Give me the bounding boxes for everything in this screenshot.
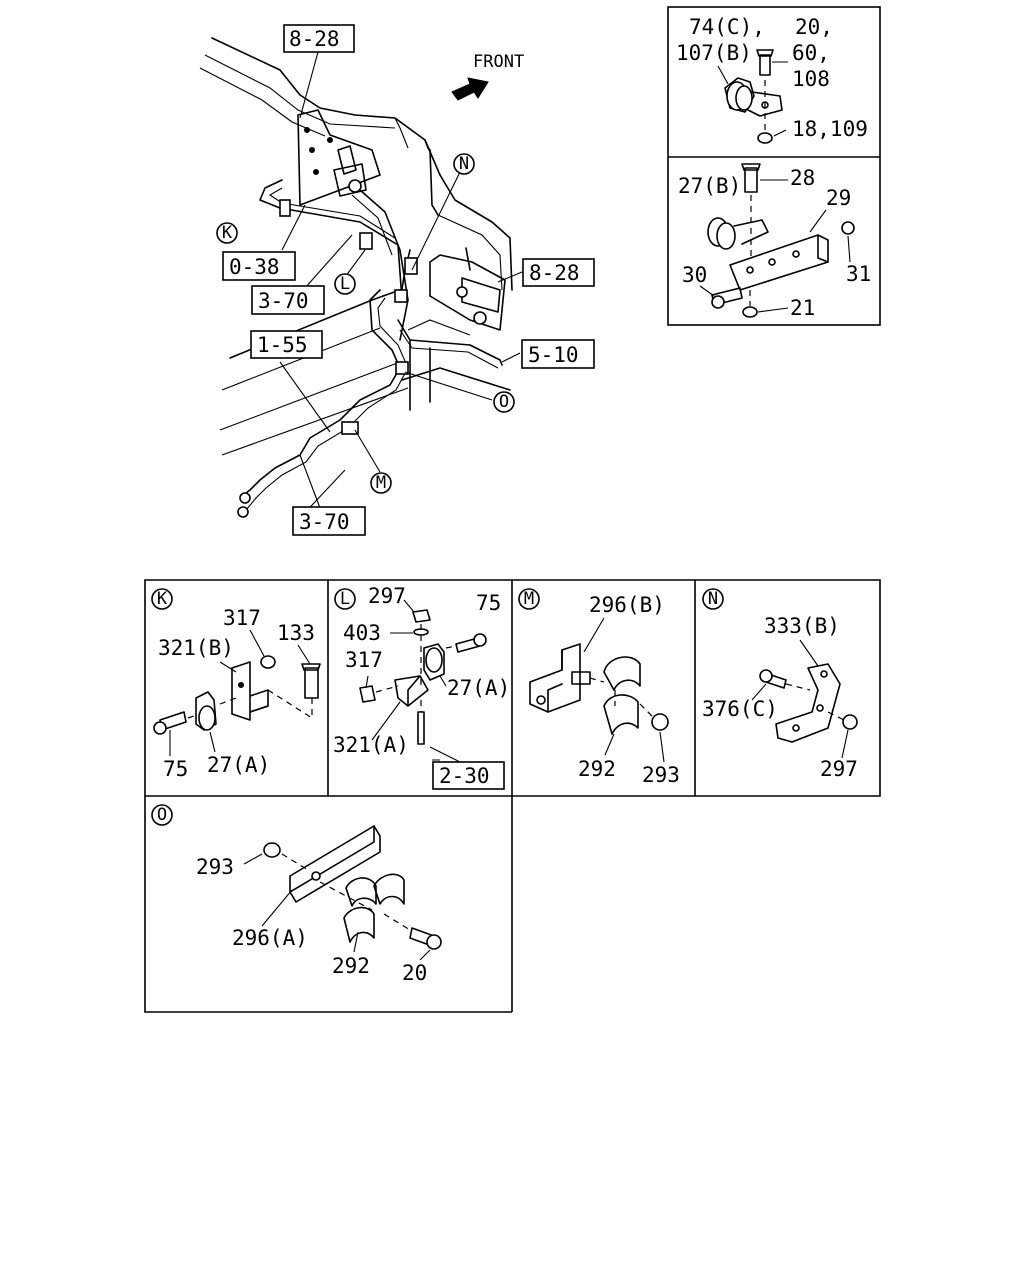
label-28: 28: [790, 166, 815, 190]
view-marker-o: O: [493, 391, 515, 413]
ref-label: 3-70: [258, 289, 309, 313]
marker-letter: L: [340, 589, 350, 609]
label-108: 108: [792, 67, 830, 91]
ref-box-0-38: 0-38: [222, 251, 296, 281]
view-marker-m: M: [370, 472, 392, 494]
ref-box-3-70-upper: 3-70: [251, 285, 325, 315]
marker-letter: N: [459, 154, 469, 174]
view-marker-l: L: [334, 273, 356, 295]
label-297: 297: [820, 757, 858, 781]
ref-label: 8-28: [529, 261, 580, 285]
main-assembly-drawing: [199, 37, 523, 521]
detail-l: L: [334, 588, 487, 745]
inset-mid-drawing: [707, 163, 855, 318]
label-297: 297: [368, 584, 406, 608]
label-21: 21: [790, 296, 815, 320]
label-75: 75: [163, 757, 188, 781]
label-27b: 27(B): [678, 174, 741, 198]
label-75: 75: [476, 591, 501, 615]
label-20: 20,: [795, 15, 833, 39]
label-321a: 321(A): [333, 733, 409, 757]
view-marker-n: N: [453, 153, 475, 175]
label-403: 403: [343, 621, 381, 645]
label-292: 292: [332, 954, 370, 978]
label-321b: 321(B): [158, 636, 234, 660]
label-293: 293: [196, 855, 234, 879]
marker-letter: N: [708, 589, 718, 609]
marker-letter: M: [376, 473, 386, 493]
marker-letter: M: [524, 589, 534, 609]
label-74c: 74(C),: [689, 15, 765, 39]
label-18-109: 18,109: [792, 117, 868, 141]
label-27a: 27(A): [447, 676, 510, 700]
detail-n: N: [702, 588, 858, 743]
ref-box-1-55: 1-55: [250, 330, 323, 359]
label-29: 29: [826, 186, 851, 210]
label-31: 31: [846, 262, 871, 286]
label-60: 60,: [792, 41, 830, 65]
marker-letter: L: [340, 274, 350, 294]
ref-label: 3-70: [299, 510, 350, 534]
detail-grid: [144, 579, 881, 1013]
label-30: 30: [682, 263, 707, 287]
front-label: FRONT: [473, 52, 524, 72]
ref-box-8-28-top: 8-28: [283, 24, 355, 53]
label-317: 317: [223, 606, 261, 630]
label-20: 20: [402, 961, 427, 985]
label-107b: 107(B): [676, 41, 752, 65]
label-292: 292: [578, 757, 616, 781]
inset-frame: [667, 6, 881, 326]
detail-k: K: [151, 588, 321, 735]
inset-top-drawing: [724, 49, 783, 144]
view-marker-k: K: [216, 222, 238, 244]
label-27a: 27(A): [207, 753, 270, 777]
ref-box-3-70-lower: 3-70: [292, 506, 366, 536]
marker-letter: O: [157, 805, 167, 825]
marker-letter: K: [157, 589, 168, 609]
ref-box-2-30: 2-30: [432, 761, 505, 790]
label-333b: 333(B): [764, 614, 840, 638]
ref-label: 1-55: [257, 333, 308, 357]
ref-box-5-10: 5-10: [521, 339, 595, 369]
ref-label: 2-30: [439, 764, 490, 788]
ref-label: 0-38: [229, 255, 280, 279]
ref-label: 8-28: [289, 27, 340, 51]
ref-label: 5-10: [528, 343, 579, 367]
label-133: 133: [277, 621, 315, 645]
label-296b: 296(B): [589, 593, 665, 617]
marker-letter: O: [499, 392, 509, 412]
marker-letter: K: [222, 223, 233, 243]
label-376c: 376(C): [702, 697, 778, 721]
detail-o: O: [151, 804, 442, 950]
label-317: 317: [345, 648, 383, 672]
label-293: 293: [642, 763, 680, 787]
detail-m: M: [518, 588, 669, 735]
ref-box-8-28-right: 8-28: [522, 258, 595, 287]
label-296a: 296(A): [232, 926, 308, 950]
